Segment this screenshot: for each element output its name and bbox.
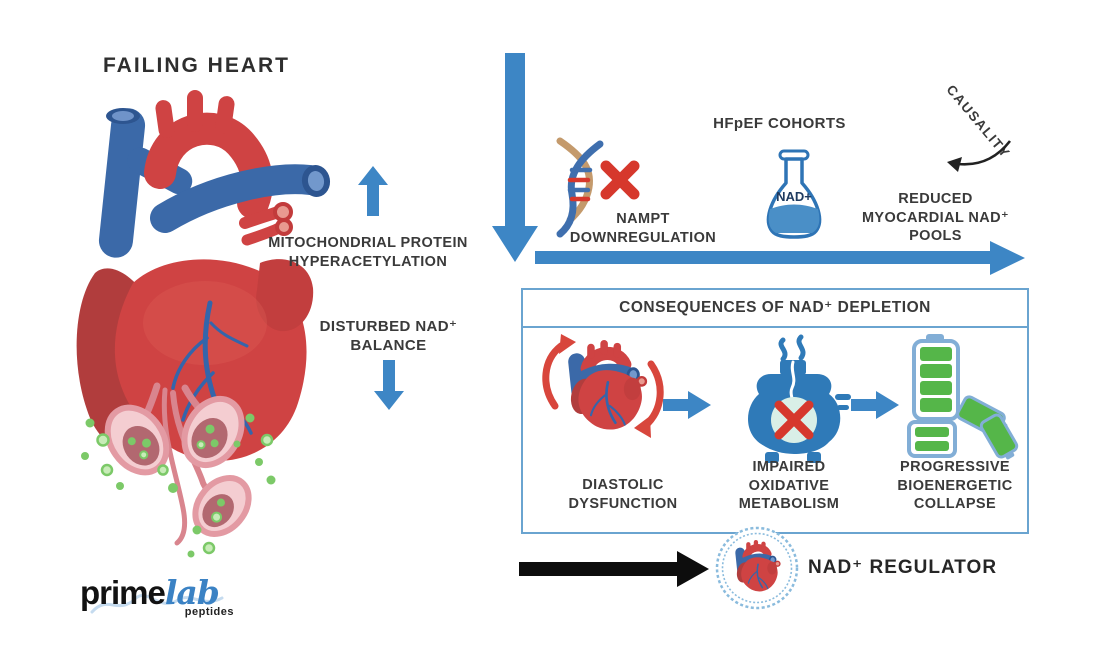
right-arrow-icon (663, 391, 711, 419)
bioenergetic-label: PROGRESSIVE BIOENERGETIC COLLAPSE (897, 459, 1013, 513)
nampt-label: NAMPT DOWNREGULATION (569, 211, 717, 246)
down-arrow-icon (374, 360, 404, 410)
logo-prime: prime (80, 574, 166, 611)
up-arrow-icon (358, 166, 388, 216)
nad-regulator-label: NAD⁺ REGULATOR (808, 557, 998, 578)
mitochondrial-label: MITOCHONDRIAL PROTEIN HYPERACETYLATION (268, 235, 468, 270)
dna-downregulation-icon (556, 137, 640, 238)
granules (81, 413, 276, 558)
page-title: FAILING HEART (103, 54, 290, 77)
logo-flourish (90, 594, 224, 614)
logo-lab: lab (164, 573, 220, 612)
logo-peptides: peptides (184, 606, 234, 618)
nad-flask-icon: NAD+ (766, 149, 822, 239)
oxidative-label: IMPAIRED OXIDATIVE METABOLISM (738, 459, 840, 513)
right-arrow-icon (851, 391, 899, 419)
furnace-x-icon (748, 334, 851, 463)
vesicle-sac (192, 475, 252, 537)
diastolic-label: DIASTOLIC DYSFUNCTION (568, 477, 678, 512)
flask-label: NAD+ (776, 189, 812, 204)
heart-cycle-icon (542, 334, 664, 438)
nad-regulator-badge (715, 526, 799, 610)
consequences-header: CONSEQUENCES OF NAD⁺ DEPLETION (523, 290, 1027, 328)
hfpef-label: HFpEF COHORTS (713, 115, 846, 132)
reduced-pools-label: REDUCED MYOCARDIAL NAD⁺ POOLS (861, 191, 1010, 245)
vesicle-sac (181, 396, 245, 468)
vesicle-sac (104, 404, 170, 476)
causality-curved-arrow-icon (947, 140, 1012, 172)
solution-arrow-icon (519, 551, 709, 587)
big-down-arrow-icon (492, 53, 538, 262)
brand-logo: primelab peptides (80, 576, 234, 618)
battery-collapse-icon (907, 334, 1019, 460)
consequences-box: CONSEQUENCES OF NAD⁺ DEPLETION (521, 288, 1029, 534)
disturbed-nad-label: DISTURBED NAD⁺ BALANCE (319, 318, 458, 355)
x-mark-icon (600, 160, 640, 200)
horizontal-flow-arrow-icon (535, 241, 1025, 275)
failing-heart-illustration (76, 90, 331, 558)
